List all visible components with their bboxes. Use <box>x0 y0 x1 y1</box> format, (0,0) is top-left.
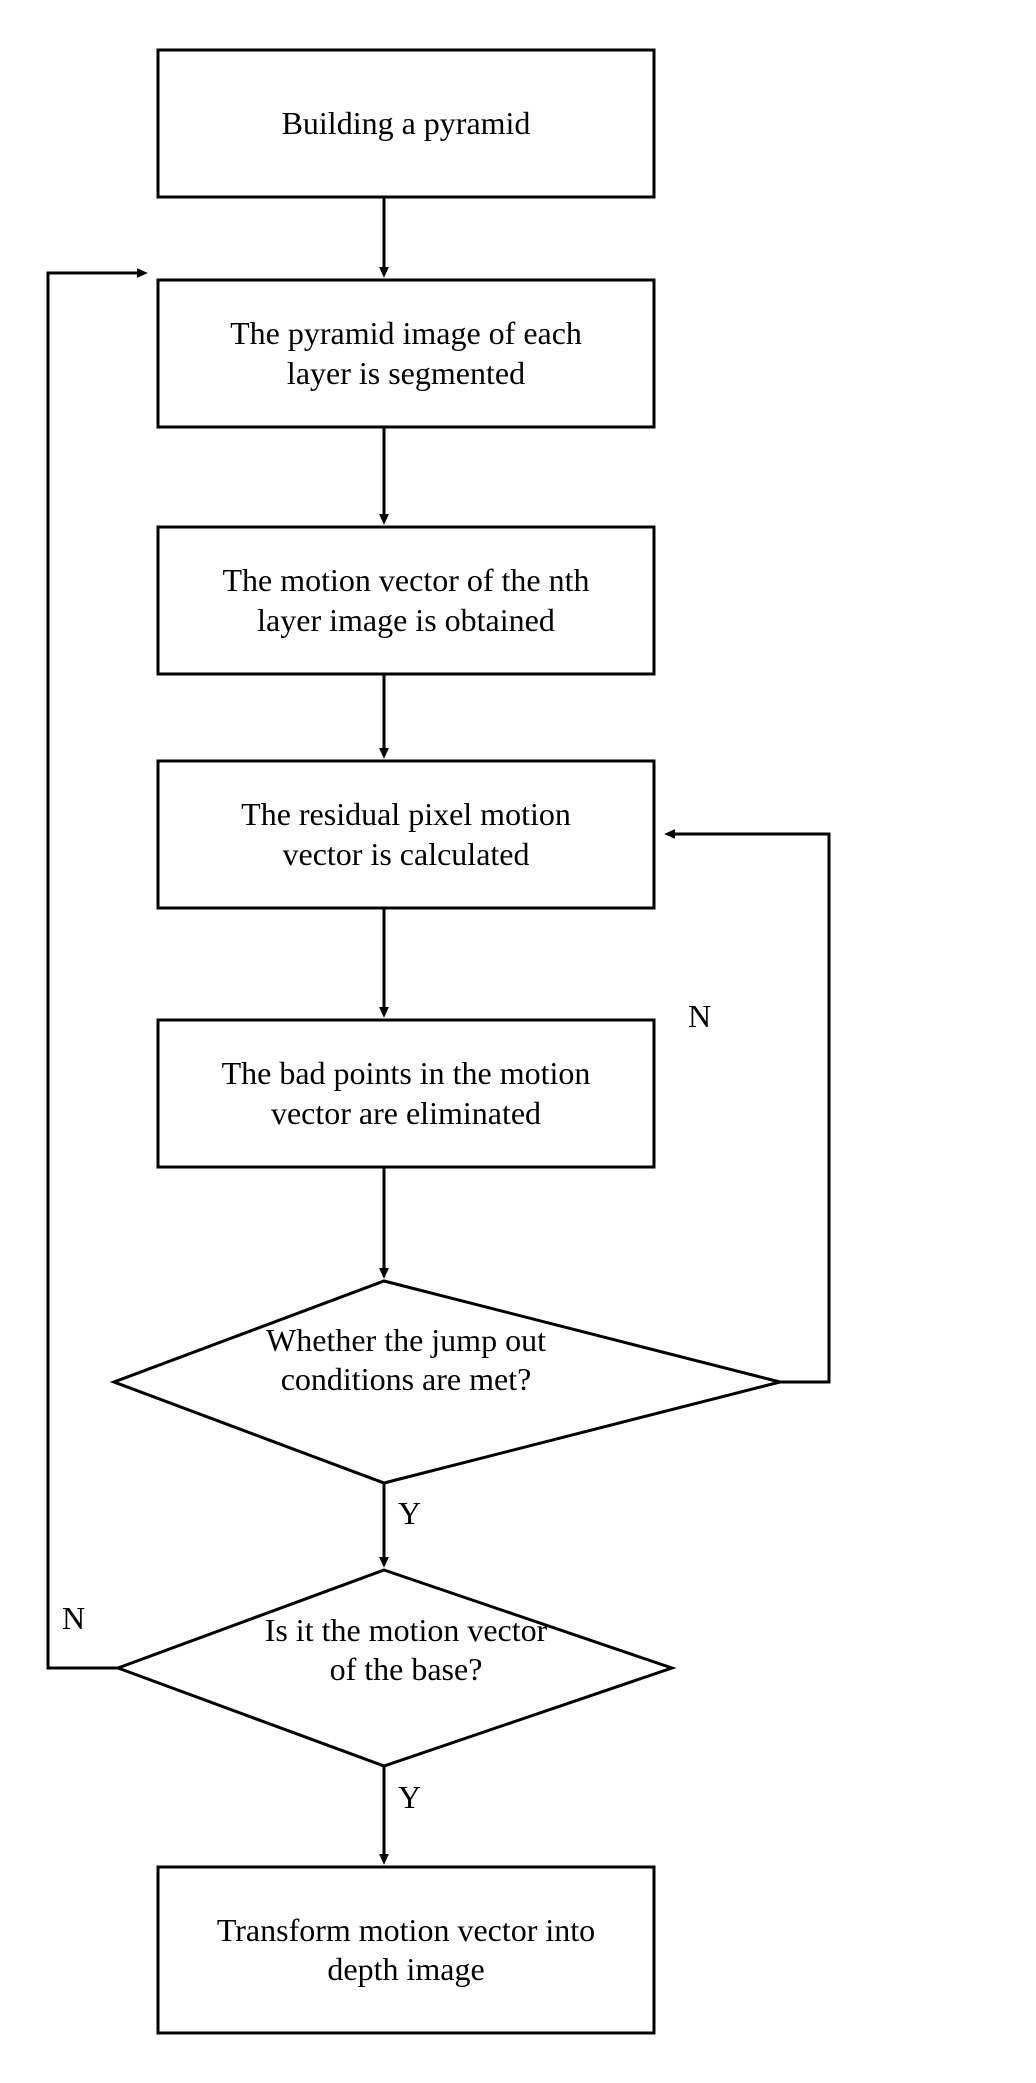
node-box-segment-layers <box>156 278 656 429</box>
edge-d1-no-feedback <box>664 829 831 1384</box>
node-diamond-is-base-motion-vector <box>113 1568 677 1768</box>
edge-label-is-base-no: N <box>62 1600 86 1636</box>
edge-label-jump-out-yes: Y <box>398 1495 422 1531</box>
node-box-residual-pixel-motion-vector <box>156 759 656 910</box>
node-box-nth-layer-motion-vector <box>156 525 656 676</box>
edge-label-is-base-yes: Y <box>398 1779 422 1815</box>
node-box-transform-depth-image <box>156 1865 656 2035</box>
edge-label-jump-out-no: N <box>688 998 712 1034</box>
edge-d2-no-feedback <box>46 268 148 1670</box>
node-diamond-jump-out-conditions <box>109 1279 781 1485</box>
node-box-building-pyramid <box>156 48 656 199</box>
node-box-eliminate-bad-points <box>156 1018 656 1169</box>
